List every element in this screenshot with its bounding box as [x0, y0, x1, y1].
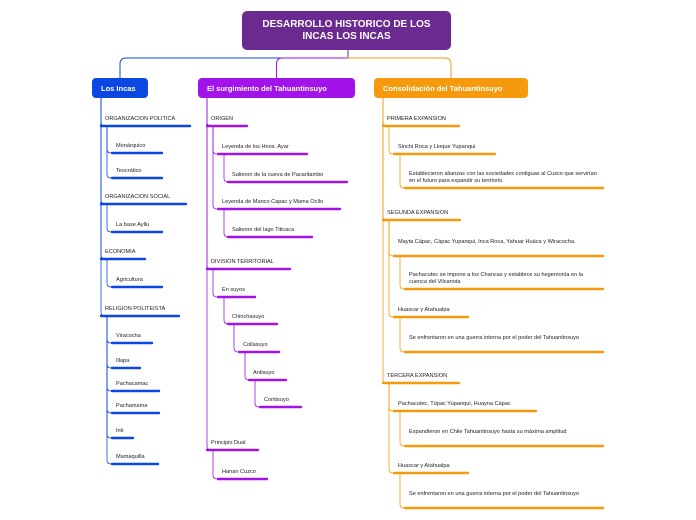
connector-line: [388, 382, 395, 412]
topic-node[interactable]: La base Ayllu: [116, 222, 150, 228]
topic-node[interactable]: Pachacamac: [116, 381, 149, 387]
connector-line: [212, 125, 219, 155]
topic-node[interactable]: SEGUNDA EXPANSION: [387, 210, 449, 216]
topic-node[interactable]: Teocrático: [116, 168, 142, 174]
topic-node[interactable]: Illapa: [116, 358, 130, 364]
topic-node[interactable]: Monárquico: [116, 143, 146, 149]
connector-line: [244, 351, 250, 381]
connector-line: [388, 125, 395, 155]
topic-node[interactable]: ECONOMIA: [105, 249, 136, 255]
connector-line: [399, 472, 406, 509]
topic-node[interactable]: Pachacutec, Túpac Yupanqui, Huayna Cápac: [398, 401, 511, 407]
connector-line: [399, 410, 406, 447]
connector-line: [100, 97, 106, 205]
topic-node[interactable]: Agricultura: [116, 277, 143, 283]
topic-node[interactable]: Se enfrentaron en una guerra interna por…: [409, 491, 580, 497]
connector-line: [106, 203, 113, 233]
connector-line: [388, 219, 395, 257]
topic-node[interactable]: Mayta Cápac, Cápac Yupanqui, Inca Roca, …: [398, 239, 576, 245]
topic-node[interactable]: Huascar y Atahualpa: [398, 463, 450, 469]
connector-line: [106, 315, 113, 414]
topic-node[interactable]: Pachacutec se impone a los Chancas y est…: [409, 272, 584, 285]
topic-node[interactable]: TERCERA EXPANSION: [387, 373, 448, 379]
connector-line: [276, 57, 349, 79]
topic-node[interactable]: Leyenda de los Hnos. Ayar: [222, 144, 289, 150]
connector-line: [223, 208, 229, 238]
topic-node[interactable]: Leyenda de Manco Capac y Mama Ocllo: [222, 199, 324, 205]
topic-node[interactable]: Huascar y Atahualpa: [398, 307, 450, 313]
topic-node[interactable]: Collasuyo: [243, 342, 268, 348]
main-topic-consolidacion[interactable]: Consolidación del Tahuantinsuyo: [374, 78, 528, 98]
connector-line: [212, 125, 219, 210]
topic-node[interactable]: Se enfrentaron en una guerra interna por…: [409, 335, 580, 341]
connector-line: [206, 97, 212, 451]
connector-line: [106, 315, 113, 465]
connector-line: [382, 97, 388, 384]
topic-node[interactable]: Sinchi Roca y Lloque Yupanqui: [398, 144, 476, 150]
connector-line: [100, 97, 106, 317]
topic-node[interactable]: Inti: [116, 428, 124, 434]
connector-line: [223, 296, 229, 325]
connector-line: [106, 315, 113, 439]
connector-line: [347, 57, 452, 79]
topic-node[interactable]: RELIGION POLITEISTA: [105, 306, 166, 312]
topic-node[interactable]: En suyos: [222, 287, 246, 293]
connector-line: [399, 153, 406, 189]
topic-node[interactable]: Chinchasuyo: [232, 314, 265, 320]
connector-line: [212, 268, 219, 298]
topic-node[interactable]: Viracocha: [116, 333, 141, 339]
root-topic[interactable]: DESARROLLO HISTORICO DE LOS INCAS LOS IN…: [242, 11, 451, 50]
topic-node[interactable]: Principio Dual: [211, 440, 246, 446]
topic-node[interactable]: Hanan Cuzco: [222, 469, 256, 475]
connector-line: [106, 315, 113, 392]
topic-node[interactable]: Antisuyo: [253, 370, 275, 376]
connector-line: [388, 219, 395, 318]
topic-node[interactable]: Establecieron alianzas con las sociedade…: [409, 171, 597, 184]
connector-line: [399, 316, 406, 353]
connector-line: [106, 315, 113, 344]
topic-node[interactable]: Expandieron en Chile Tahuantinsuyo hasta…: [409, 429, 567, 435]
topic-node[interactable]: DIVISION TERRITORIAL: [211, 259, 274, 265]
connector-line: [223, 153, 229, 183]
topic-node[interactable]: ORGANIZACION POLITICA: [105, 116, 176, 122]
main-topic-los-incas[interactable]: Los Incas: [92, 78, 148, 98]
connector-line: [233, 323, 240, 353]
connector-line: [106, 258, 113, 288]
topic-node[interactable]: Mamaquilla: [116, 454, 145, 460]
connector-line: [254, 379, 261, 408]
connector-line: [212, 449, 219, 480]
main-topic-surgimiento[interactable]: El surgimiento del Tahuantinsuyo: [198, 78, 355, 98]
connector-line: [399, 255, 406, 290]
topic-node[interactable]: ORIGEN: [211, 116, 234, 122]
topic-node[interactable]: Contisuyo: [264, 397, 289, 403]
topic-node[interactable]: Pachamama: [116, 403, 148, 409]
topic-node[interactable]: Salieron de la cueva de Pacaritambo: [232, 172, 324, 178]
connector-line: [106, 125, 113, 154]
topic-node[interactable]: Salieron del lago Titicaca: [232, 227, 295, 233]
topic-node[interactable]: ORGANIZACION SOCIAL: [105, 194, 171, 200]
connector-line: [388, 382, 395, 474]
connector-line: [106, 125, 113, 179]
connector-line: [119, 57, 349, 79]
topic-node[interactable]: PRIMERA EXPANSION: [387, 116, 446, 122]
